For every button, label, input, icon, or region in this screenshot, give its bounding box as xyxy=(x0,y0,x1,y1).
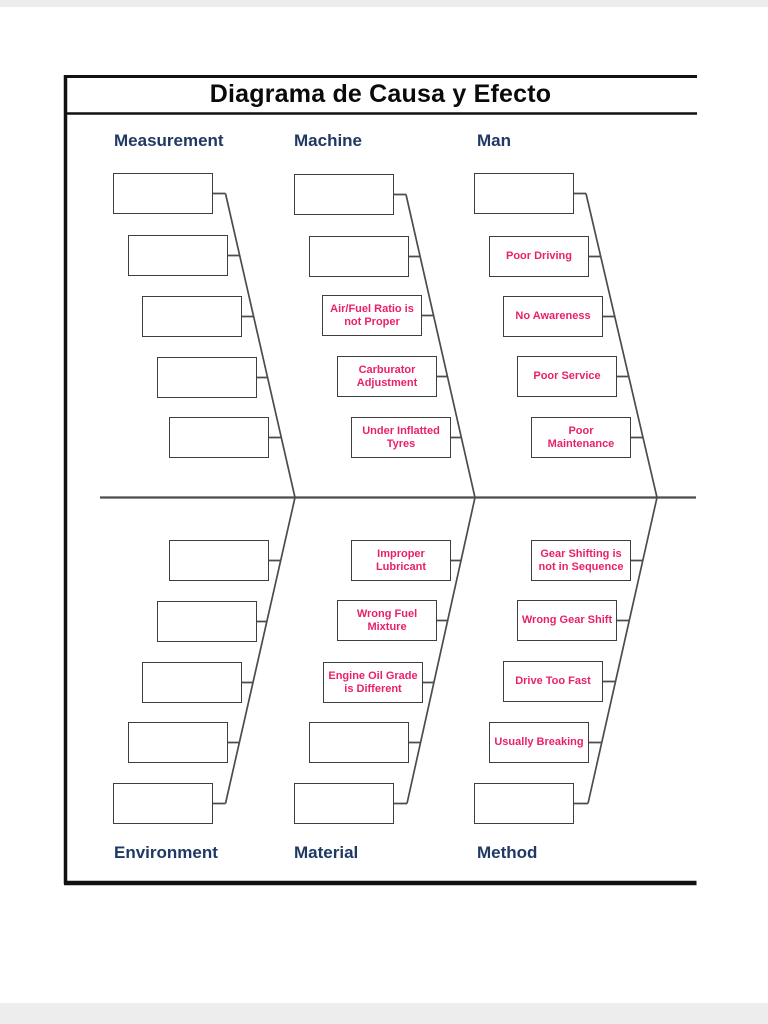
cause-box-method-5 xyxy=(474,783,574,824)
cause-box-machine-2 xyxy=(309,236,409,277)
cause-box-material-5 xyxy=(294,783,394,824)
cause-box-environment-3 xyxy=(142,662,242,703)
cause-box-man-3: No Awareness xyxy=(503,296,603,337)
cause-box-material-3: Engine Oil Grade is Different xyxy=(323,662,423,703)
branch-label-method: Method xyxy=(477,843,538,862)
cause-box-material-4 xyxy=(309,722,409,763)
cause-box-environment-1 xyxy=(169,540,269,581)
cause-box-method-4: Usually Breaking xyxy=(489,722,589,763)
cause-box-method-3: Drive Too Fast xyxy=(503,661,603,702)
bone-man-method xyxy=(585,193,658,804)
cause-box-measurement-4 xyxy=(157,357,257,398)
cause-box-material-1: Improper Lubricant xyxy=(351,540,451,581)
viewer-background-top xyxy=(0,0,768,7)
cause-box-man-4: Poor Service xyxy=(517,356,617,397)
cause-box-material-2: Wrong Fuel Mixture xyxy=(337,600,437,641)
cause-connector-stubs xyxy=(213,192,643,805)
diagram-title: Diagrama de Causa y Efecto xyxy=(209,80,552,108)
branch-label-measurement: Measurement xyxy=(114,131,224,150)
branch-label-environment: Environment xyxy=(114,843,218,862)
cause-box-machine-3: Air/Fuel Ratio is not Proper xyxy=(322,295,422,336)
cause-box-method-1: Gear Shifting is not in Sequence xyxy=(531,540,631,581)
bone-machine-material xyxy=(405,194,476,804)
cause-box-machine-4: Carburator Adjustment xyxy=(337,356,437,397)
cause-box-environment-2 xyxy=(157,601,257,642)
branch-label-material: Material xyxy=(294,843,359,862)
branch-label-machine: Machine xyxy=(294,131,363,150)
cause-box-man-2: Poor Driving xyxy=(489,236,589,277)
cause-box-environment-4 xyxy=(128,722,228,763)
cause-box-measurement-2 xyxy=(128,235,228,276)
cause-box-measurement-3 xyxy=(142,296,242,337)
cause-box-machine-5: Under Inflatted Tyres xyxy=(351,417,451,458)
cause-box-machine-1 xyxy=(294,174,394,215)
cause-box-measurement-5 xyxy=(169,417,269,458)
cause-box-man-5: Poor Maintenance xyxy=(531,417,631,458)
branch-label-man: Man xyxy=(477,131,511,150)
cause-box-measurement-1 xyxy=(113,173,213,214)
cause-box-environment-5 xyxy=(113,783,213,824)
cause-box-man-1 xyxy=(474,173,574,214)
viewer-background-bottom xyxy=(0,1003,768,1024)
cause-box-method-2: Wrong Gear Shift xyxy=(517,600,617,641)
bone-measurement-environment xyxy=(224,193,296,804)
